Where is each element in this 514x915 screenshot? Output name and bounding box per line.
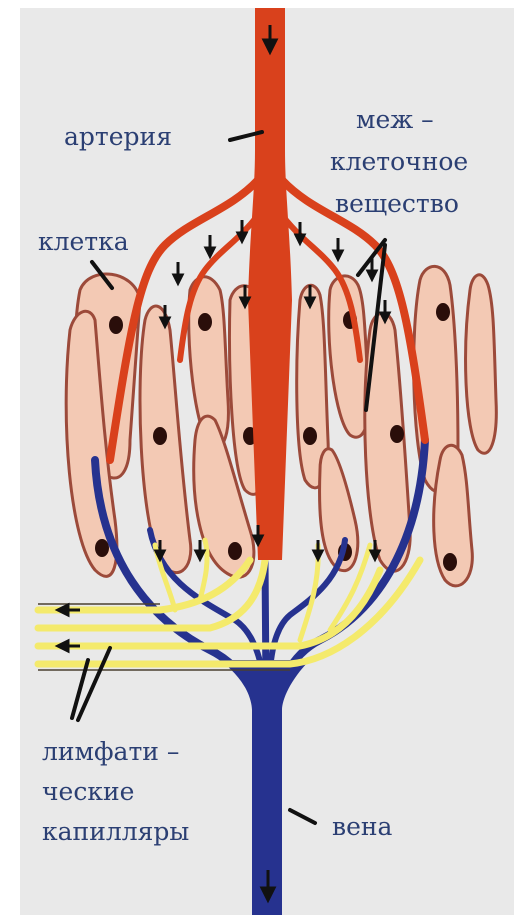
nucleus — [228, 542, 242, 560]
intercellular-label-line3: вещество — [335, 189, 459, 218]
lymph-label-line2: ческие — [42, 777, 134, 806]
artery-label: артерия — [64, 122, 172, 151]
nucleus — [436, 303, 450, 321]
intercellular-label-line1: меж – — [356, 105, 434, 134]
lymph-label-line3: капилляры — [42, 817, 189, 846]
cell-label: клетка — [38, 227, 129, 256]
nucleus — [95, 539, 109, 557]
nucleus — [153, 427, 167, 445]
nucleus — [443, 553, 457, 571]
nucleus — [303, 427, 317, 445]
nucleus — [198, 313, 212, 331]
intercellular-label-line2: клеточное — [330, 147, 468, 176]
nucleus — [109, 316, 123, 334]
cell — [466, 275, 497, 453]
nucleus — [390, 425, 404, 443]
vein-label: вена — [332, 812, 393, 841]
lymph-label-line1: лимфати – — [42, 737, 179, 766]
